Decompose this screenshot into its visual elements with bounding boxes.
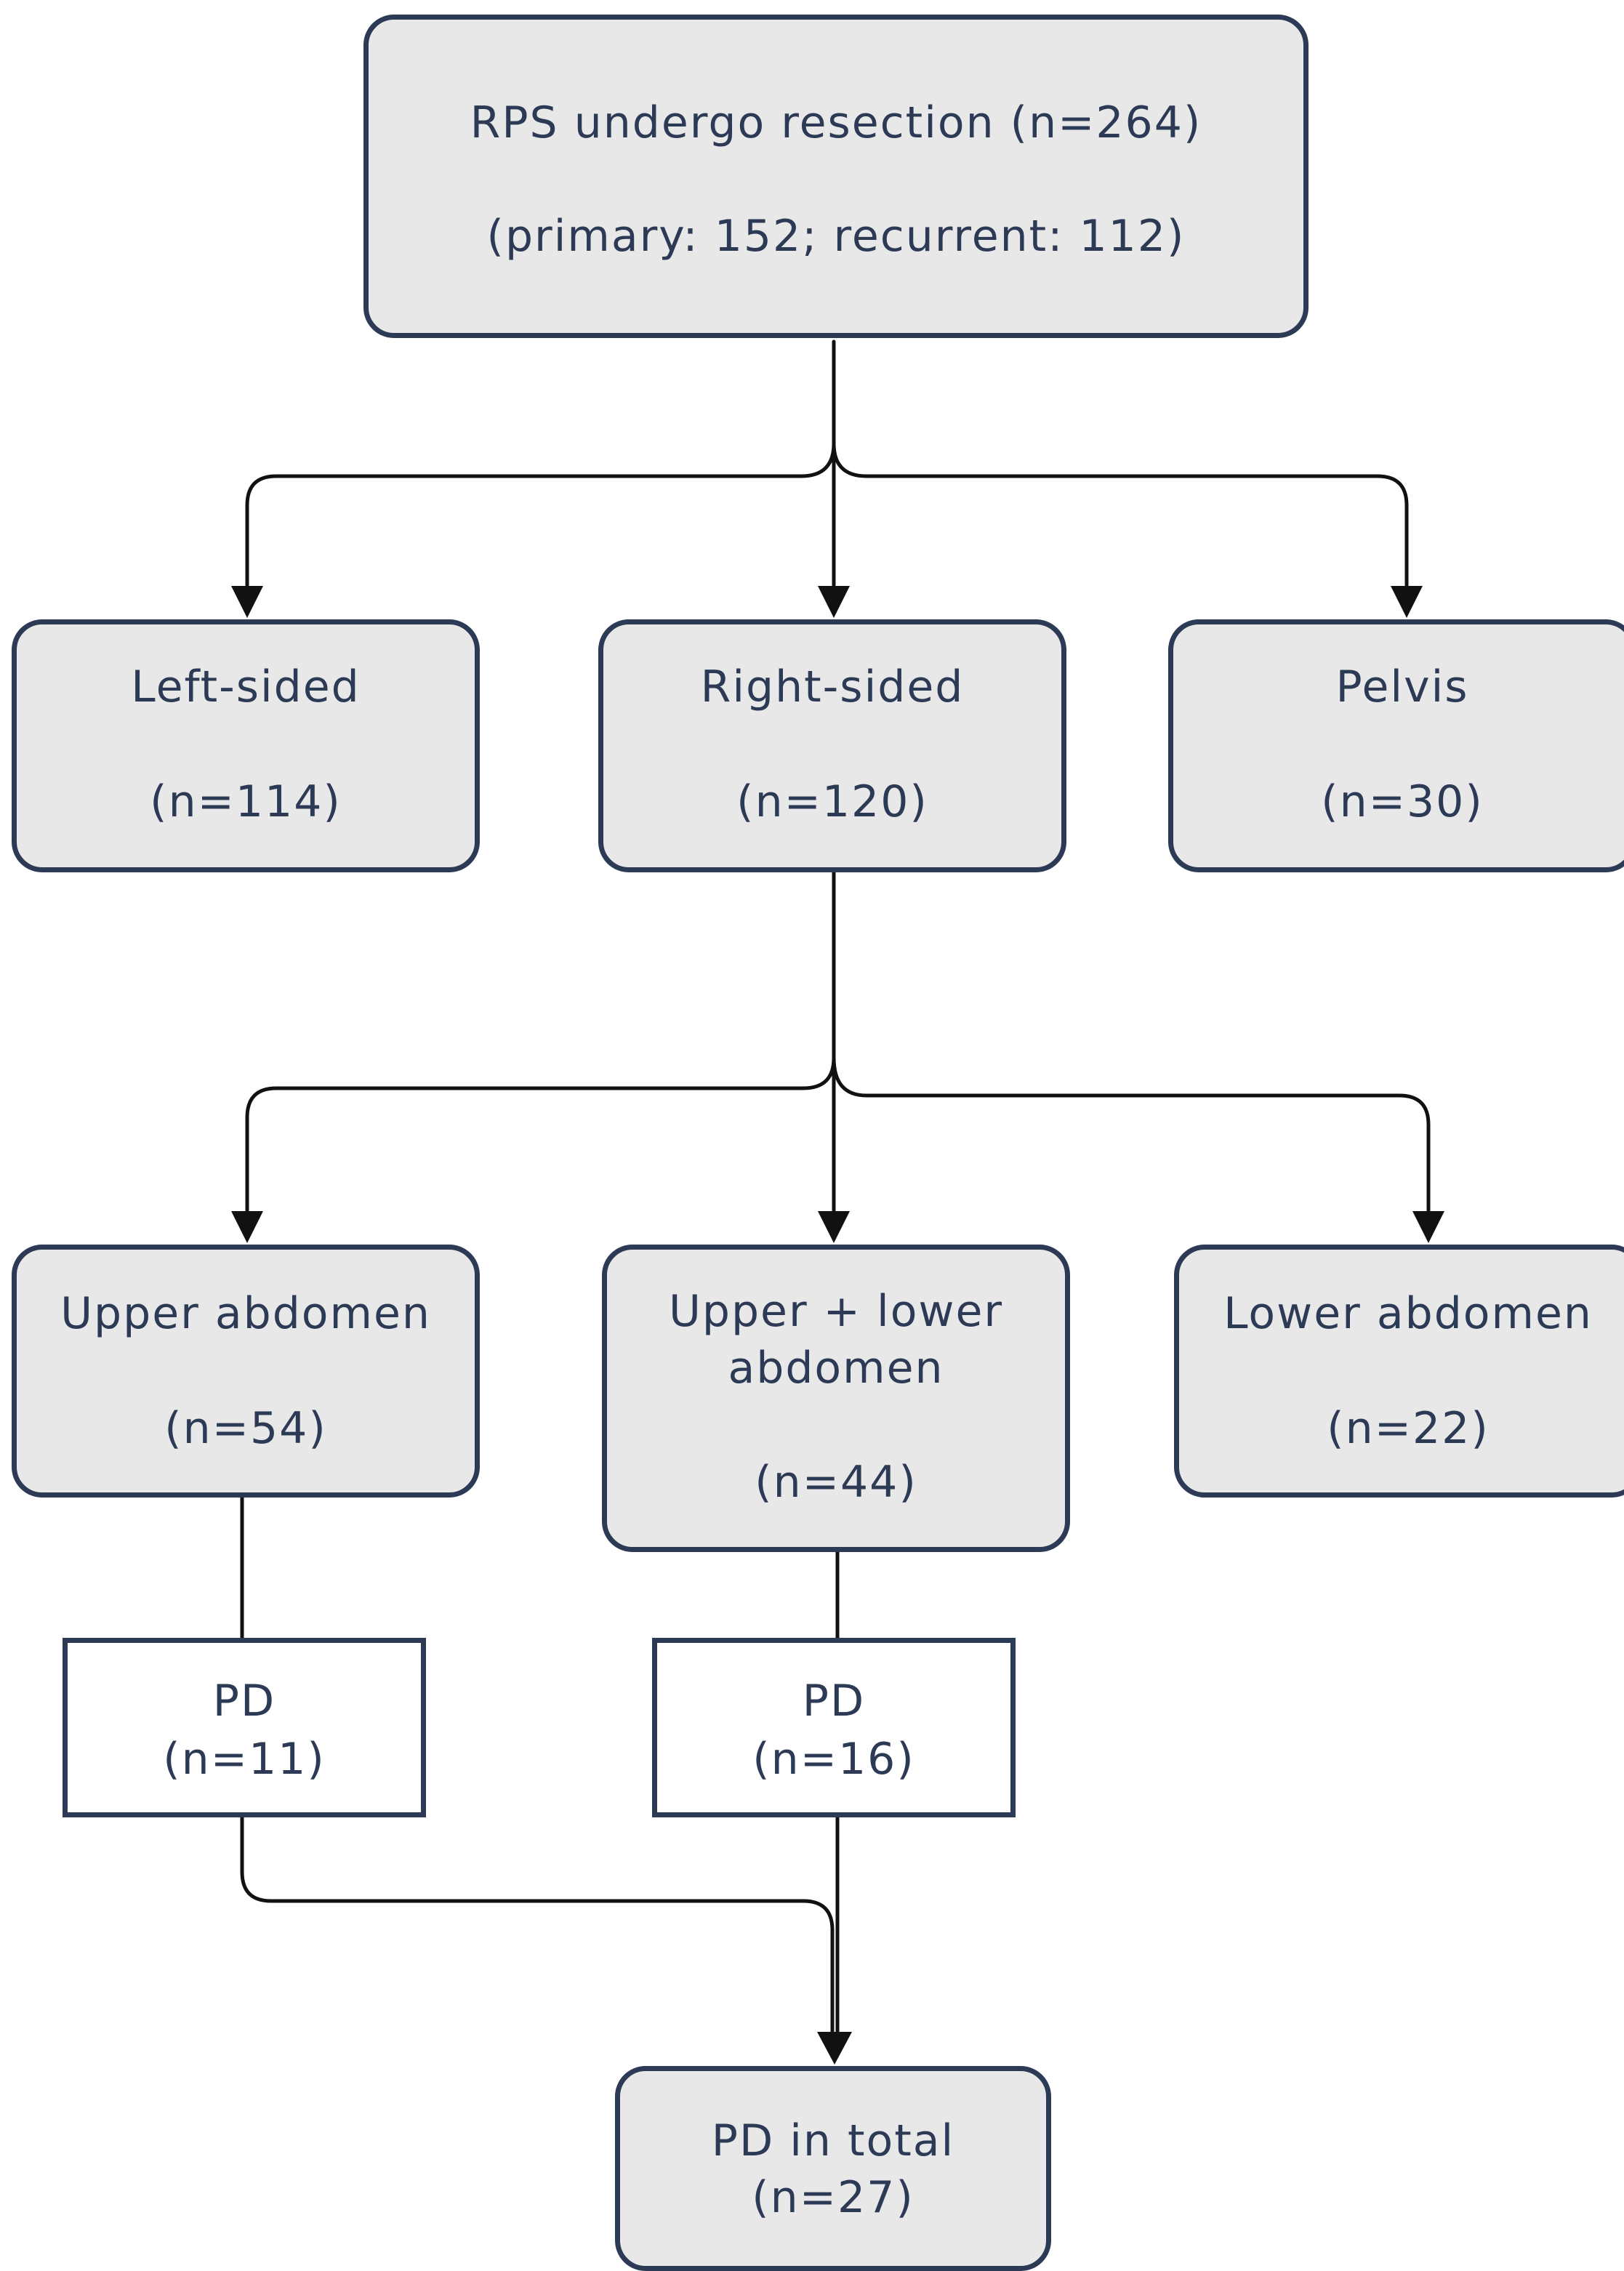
arrowhead-right-sided [818, 586, 850, 618]
pd-upper-lower-abdomen-label: PD [802, 1676, 866, 1727]
root-box-title: RPS undergo resection (n=264) [470, 97, 1202, 148]
upper-lower-abdomen-count: (n=44) [755, 1457, 917, 1508]
right-sided-count: (n=120) [736, 776, 928, 827]
arrowhead-pelvis [1391, 586, 1423, 618]
upper-lower-abdomen-label-line1: Upper + lower [668, 1286, 1004, 1337]
pd-upper-abdomen-label: PD [212, 1676, 276, 1727]
pd-total-label: PD in total [711, 2115, 955, 2166]
pd-upper-lower-abdomen-count: (n=16) [752, 1734, 915, 1785]
arrowhead-upper-abdomen [231, 1211, 263, 1243]
pelvis-count: (n=30) [1321, 776, 1484, 827]
root-box-subtitle: (primary: 152; recurrent: 112) [486, 211, 1186, 262]
right-sided-label: Right-sided [700, 662, 965, 712]
root-box: RPS undergo resection (n=264) (primary: … [363, 15, 1309, 338]
right-sided-box: Right-sided (n=120) [598, 619, 1066, 872]
connector-pd-upper-to-total [240, 1815, 835, 2034]
arrowhead-upper-lower-abdomen [818, 1211, 850, 1243]
pd-total-box: PD in total (n=27) [615, 2066, 1051, 2271]
arrowhead-lower-abdomen [1412, 1211, 1444, 1243]
arrowhead-pd-total [817, 2032, 852, 2065]
upper-abdomen-label: Upper abdomen [60, 1288, 431, 1339]
left-sided-count: (n=114) [150, 776, 342, 827]
connector-right-sided-to-lower-abdomen [832, 1056, 1431, 1213]
left-sided-label: Left-sided [131, 662, 361, 712]
arrowhead-left-sided [231, 586, 263, 618]
connector-root-to-pelvis [832, 441, 1409, 587]
lower-abdomen-box: Lower abdomen (n=22) [1174, 1245, 1624, 1498]
left-sided-box: Left-sided (n=114) [12, 619, 480, 872]
connector-right-sided-to-upper-abdomen [245, 1056, 836, 1213]
lower-abdomen-label: Lower abdomen [1223, 1288, 1593, 1339]
pd-total-count: (n=27) [752, 2172, 914, 2223]
pd-upper-abdomen-box: PD (n=11) [63, 1638, 426, 1817]
upper-lower-abdomen-label-line2: abdomen [728, 1343, 944, 1394]
lower-abdomen-count: (n=22) [1327, 1403, 1490, 1454]
upper-lower-abdomen-box: Upper + lower abdomen (n=44) [602, 1245, 1070, 1552]
pd-upper-lower-abdomen-box: PD (n=16) [652, 1638, 1016, 1817]
upper-abdomen-count: (n=54) [164, 1403, 327, 1454]
connector-root-to-left-sided [245, 441, 836, 587]
pelvis-label: Pelvis [1335, 662, 1469, 712]
pelvis-box: Pelvis (n=30) [1168, 619, 1624, 872]
upper-abdomen-box: Upper abdomen (n=54) [12, 1245, 480, 1498]
pd-upper-abdomen-count: (n=11) [163, 1734, 326, 1785]
